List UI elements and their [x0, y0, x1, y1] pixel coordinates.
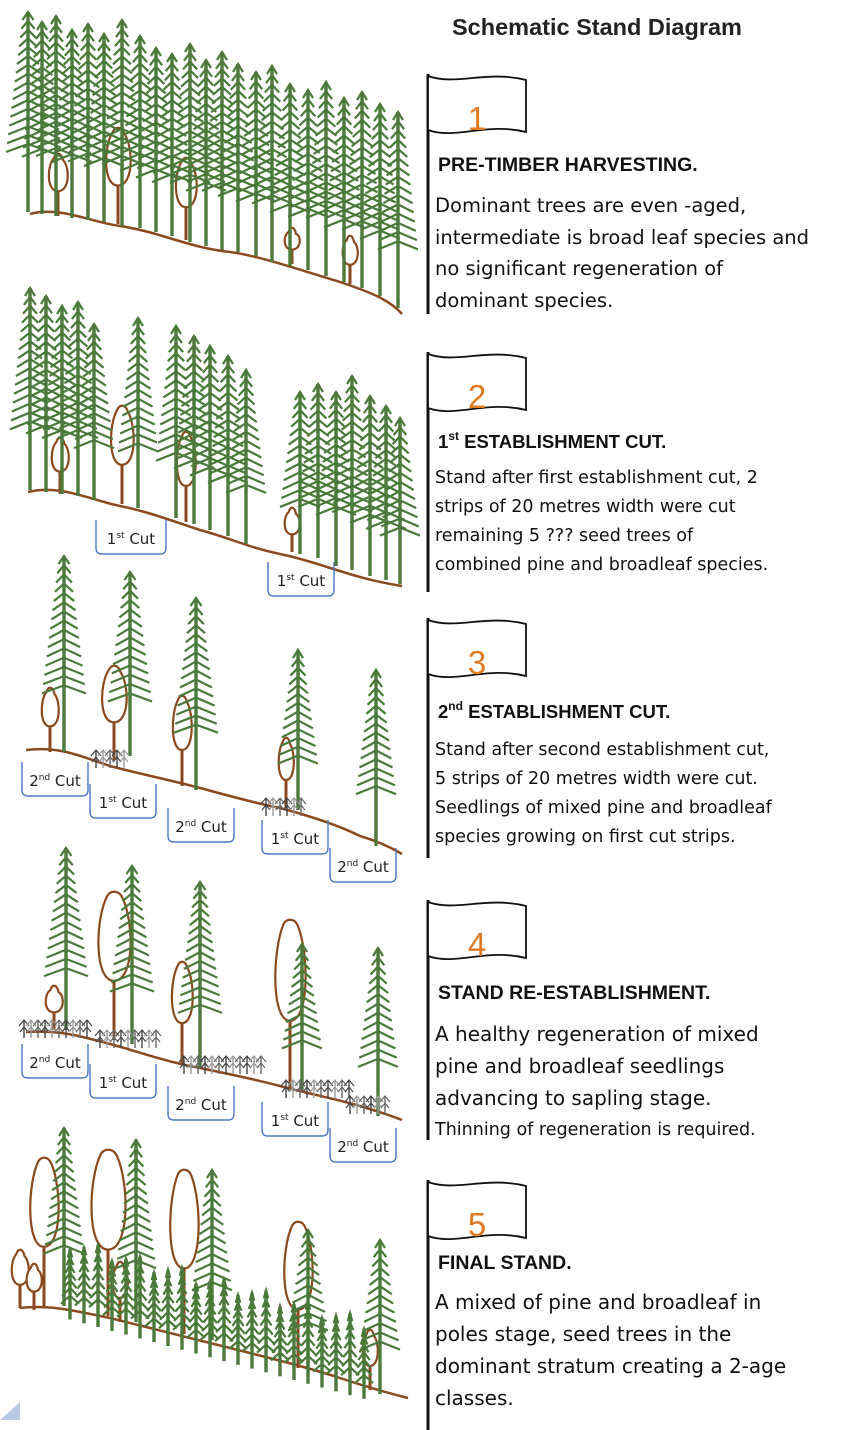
broadleaf-tree: [52, 438, 69, 494]
broadleaf-tree: [27, 1264, 42, 1310]
stage-description-4: A healthy regeneration of mixed pine and…: [435, 1018, 855, 1146]
desc-line: Seedlings of mixed pine and broadleaf: [435, 794, 855, 823]
desc-line: Thinning of regeneration is required.: [435, 1114, 855, 1146]
pine-tree: [229, 1295, 247, 1365]
desc-line: A mixed of pine and broadleaf in: [435, 1286, 855, 1318]
desc-line: advancing to sapling stage.: [435, 1082, 855, 1114]
cut-labels: 1st Cut 1st Cut 2nd Cut 1st Cut 2nd Cut 1st C…: [29, 530, 389, 1156]
pine-tree: [243, 1293, 261, 1369]
cut-label: 2nd Cut: [175, 818, 227, 836]
stage-description-5: A mixed of pine and broadleaf in poles s…: [435, 1286, 855, 1414]
pine-tree: [170, 44, 210, 242]
desc-line: strips of 20 metres width were cut: [435, 493, 855, 522]
desc-line: poles stage, seed trees in the: [435, 1318, 855, 1350]
broadleaf-tree: [42, 688, 59, 752]
flag-number-4: 4: [460, 926, 494, 964]
broadleaf-tree: [279, 738, 294, 808]
stage-heading-3: 2nd ESTABLISHMENT CUT.: [438, 700, 670, 723]
desc-line: Stand after first establishment cut, 2: [435, 464, 855, 493]
desc-line: remaining 5 ??? seed trees of: [435, 522, 855, 551]
cut-label: 1st Cut: [99, 794, 148, 812]
cut-label: 2nd Cut: [175, 1096, 227, 1114]
stage-heading-2: 1st ESTABLISHMENT CUT.: [438, 430, 666, 453]
pine-tree: [313, 1318, 331, 1388]
broadleaf-tree: [49, 154, 68, 216]
broadleaf-tree: [98, 892, 130, 1040]
ground-line: [26, 749, 402, 854]
cut-label: 1st Cut: [271, 1112, 320, 1130]
pine-tree: [236, 72, 276, 256]
broadleaf-tree: [285, 508, 300, 552]
desc-line: dominant species.: [435, 285, 855, 317]
cut-label: 2nd Cut: [29, 1054, 81, 1072]
pine-tree: [271, 1306, 289, 1376]
diagram-title: Schematic Stand Diagram: [452, 14, 742, 41]
desc-line: classes.: [435, 1382, 855, 1414]
flag-number-1: 1: [460, 100, 494, 138]
cut-label: 2nd Cut: [337, 1138, 389, 1156]
seedling-cluster: [91, 750, 129, 768]
pine-tree: [156, 326, 196, 518]
pine-tree: [378, 112, 418, 308]
flag-number-5: 5: [460, 1206, 494, 1244]
stage-description-2: Stand after first establishment cut, 2 s…: [435, 464, 855, 580]
pine-tree: [278, 650, 318, 810]
broadleaf-tree: [285, 228, 300, 264]
pine-tree: [187, 1284, 205, 1354]
pine-tree: [202, 52, 242, 250]
pine-tree: [201, 1281, 219, 1357]
desc-line: dominant stratum creating a 2-age: [435, 1350, 855, 1382]
seedling-cluster: [95, 1030, 161, 1048]
desc-line: 5 strips of 20 metres width were cut.: [435, 765, 855, 794]
cut-label: 1st Cut: [99, 1074, 148, 1092]
stage-description-1: Dominant trees are even -aged, intermedi…: [435, 190, 855, 316]
cut-label: 1st Cut: [277, 572, 326, 590]
cut-label: 2nd Cut: [337, 858, 389, 876]
broadleaf-tree: [102, 666, 127, 760]
cut-label: 2nd Cut: [29, 772, 81, 790]
desc-line: intermediate is broad leaf species and: [435, 222, 855, 254]
pine-tree: [356, 670, 396, 846]
desc-line: pine and broadleaf seedlings: [435, 1050, 855, 1082]
stand-illustration: 1st Cut 1st Cut 2nd Cut 1st Cut 2nd Cut 1st C…: [0, 0, 420, 1428]
pine-tree: [192, 1170, 232, 1340]
flag-number-2: 2: [460, 378, 494, 416]
stage-heading-4: STAND RE-ESTABLISHMENT.: [438, 982, 710, 1005]
corner-decoration: [0, 1402, 20, 1420]
desc-line: Dominant trees are even -aged,: [435, 190, 855, 222]
cut-label: 1st Cut: [271, 830, 320, 848]
ground-line: [28, 490, 402, 586]
pine-tree: [298, 384, 338, 558]
pine-tree: [316, 392, 356, 566]
broadleaf-tree: [172, 962, 193, 1064]
stage-heading-5: FINAL STAND.: [438, 1252, 572, 1275]
stage-heading-1: PRE-TIMBER HARVESTING.: [438, 154, 698, 177]
desc-line: no significant regeneration of: [435, 253, 855, 285]
flag-number-3: 3: [460, 644, 494, 682]
desc-line: species growing on first cut strips.: [435, 823, 855, 852]
desc-line: combined pine and broadleaf species.: [435, 551, 855, 580]
desc-line: Stand after second establishment cut,: [435, 736, 855, 765]
pine-tree: [358, 948, 398, 1116]
cut-label: 1st Cut: [107, 530, 156, 548]
pine-trees: [6, 12, 420, 1399]
pine-tree: [252, 66, 292, 262]
stage-description-3: Stand after second establishment cut, 5 …: [435, 736, 855, 852]
seedling-cluster: [179, 1056, 266, 1074]
desc-line: A healthy regeneration of mixed: [435, 1018, 855, 1050]
seedling-cluster: [345, 1096, 390, 1114]
